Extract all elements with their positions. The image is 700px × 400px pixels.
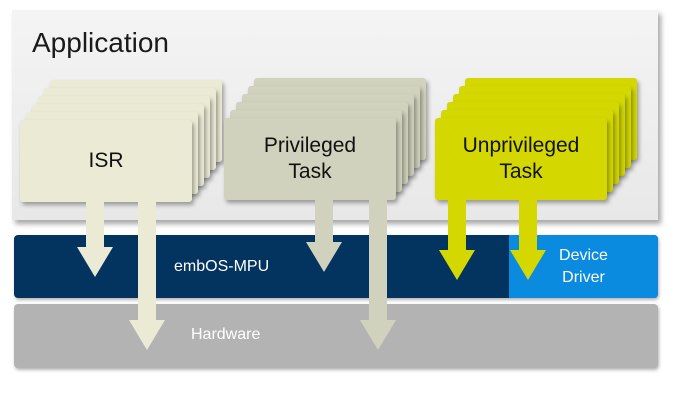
- isr-card: ISR: [20, 120, 192, 202]
- unprivileged-task-label: Task: [499, 160, 543, 183]
- isr-label: ISR: [88, 149, 124, 172]
- device-driver-label-line2: Driver: [562, 268, 605, 286]
- embos-mpu-label: embOS-MPU: [174, 258, 270, 275]
- hardware-label: Hardware: [191, 326, 261, 343]
- privileged-task-label: Task: [288, 160, 332, 183]
- device-driver-label-line1: Device: [559, 246, 608, 264]
- unprivileged-task-label: Unprivileged: [462, 134, 580, 157]
- privileged-task-label: Privileged: [263, 134, 357, 157]
- hardware-layer: Hardware: [14, 304, 658, 368]
- device-driver-layer: Device Driver: [509, 235, 658, 298]
- application-title: Application: [32, 27, 169, 58]
